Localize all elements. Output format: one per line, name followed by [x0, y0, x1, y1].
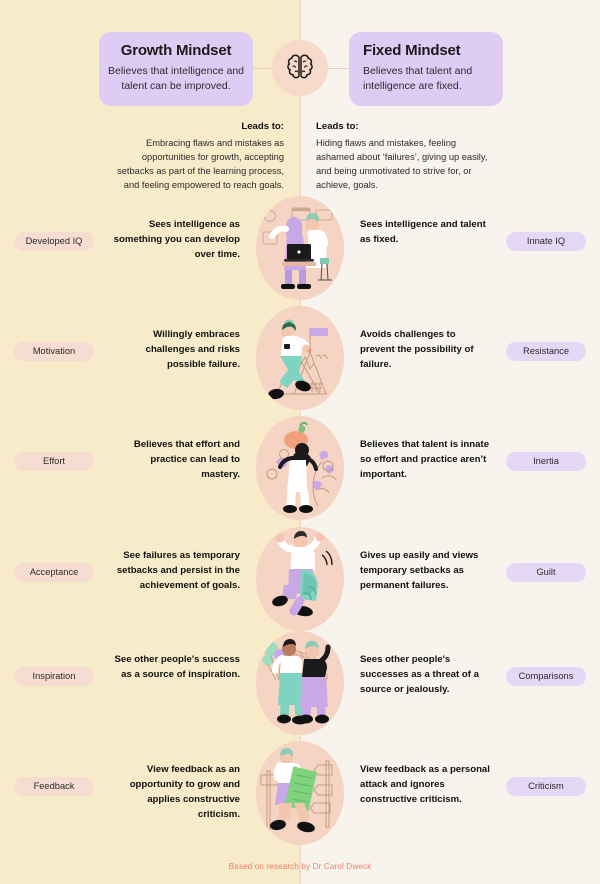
background-left-panel [0, 0, 300, 884]
comparison-row: Developed IQ Sees intelligence as someth… [0, 196, 600, 300]
fixed-mindset-card: Fixed Mindset Believes that talent and i… [349, 32, 503, 107]
trait-pill-right[interactable]: Resistance [506, 342, 586, 361]
leads-to-label-right: Leads to: [316, 121, 359, 132]
comparison-row: Acceptance See failures as temporary set… [0, 527, 600, 631]
two-people-celebrating-icon [256, 631, 344, 735]
leads-to-label-left: Leads to: [241, 121, 284, 132]
trait-pill-left[interactable]: Motivation [14, 342, 94, 361]
trait-desc-right: Gives up easily and views temporary setb… [360, 550, 479, 591]
trait-pill-right[interactable]: Innate IQ [506, 232, 586, 251]
leads-to-growth-block: Leads to: Embracing flaws and mistakes a… [108, 120, 284, 192]
footer-credit: Based on research by Dr Carol Dweck [228, 862, 372, 871]
comparison-row: Feedback View feedback as an opportunity… [0, 741, 600, 845]
leads-to-fixed-text: Hiding flaws and mistakes, feeling asham… [316, 137, 488, 190]
trait-pill-right[interactable]: Comparisons [506, 667, 586, 686]
person-carrying-sign-icon [256, 741, 344, 845]
person-falling-with-backpack-icon [256, 527, 344, 631]
person-with-flowers-icon [256, 416, 344, 520]
trait-desc-right: Sees other people's successes as a threa… [360, 654, 479, 695]
fixed-mindset-subtitle: Believes that talent and intelligence ar… [363, 65, 473, 93]
trait-desc-left: View feedback as an opportunity to grow … [129, 764, 240, 820]
trait-desc-right: Avoids challenges to prevent the possibi… [360, 329, 474, 370]
comparison-row: Effort Believes that effort and practice… [0, 416, 600, 520]
trait-pill-right[interactable]: Guilt [506, 563, 586, 582]
comparison-row: Inspiration See other people's success a… [0, 631, 600, 735]
trait-pill-right[interactable]: Inertia [506, 452, 586, 471]
connector-line-left [246, 68, 284, 69]
trait-pill-left[interactable]: Effort [14, 452, 94, 471]
trait-desc-left: See failures as temporary setbacks and p… [116, 550, 240, 591]
growth-mindset-title: Growth Mindset [120, 42, 232, 59]
trait-desc-left: See other people's success as a source o… [114, 654, 240, 680]
trait-pill-left[interactable]: Developed IQ [14, 232, 94, 251]
trait-desc-right: View feedback as a personal attack and i… [360, 764, 490, 805]
person-climbing-mountain-icon [256, 306, 344, 410]
trait-desc-left: Willingly embraces challenges and risks … [145, 329, 240, 370]
trait-pill-right[interactable]: Criticism [506, 777, 586, 796]
fixed-mindset-title: Fixed Mindset [363, 42, 461, 59]
brain-icon [283, 52, 317, 84]
connector-line-right [316, 68, 354, 69]
person-at-desk-with-laptop-icon [256, 196, 344, 300]
leads-to-fixed-block: Leads to: Hiding flaws and mistakes, fee… [316, 120, 492, 192]
trait-desc-right: Sees intelligence and talent as fixed. [360, 219, 486, 245]
trait-desc-right: Believes that talent is innate so effort… [360, 439, 490, 480]
growth-mindset-subtitle: Believes that intelligence and talent ca… [107, 65, 244, 93]
growth-mindset-card: Growth Mindset Believes that intelligenc… [99, 32, 253, 107]
comparison-row: Motivation Willingly embraces challenges… [0, 306, 600, 410]
background-right-panel [300, 0, 600, 884]
trait-desc-left: Believes that effort and practice can le… [133, 439, 240, 480]
trait-desc-left: Sees intelligence as something you can d… [113, 219, 240, 260]
leads-to-growth-text: Embracing flaws and mistakes as opportun… [117, 137, 284, 190]
trait-pill-left[interactable]: Acceptance [14, 563, 94, 582]
trait-pill-left[interactable]: Feedback [14, 777, 94, 796]
brain-medallion [272, 40, 328, 96]
trait-pill-left[interactable]: Inspiration [14, 667, 94, 686]
